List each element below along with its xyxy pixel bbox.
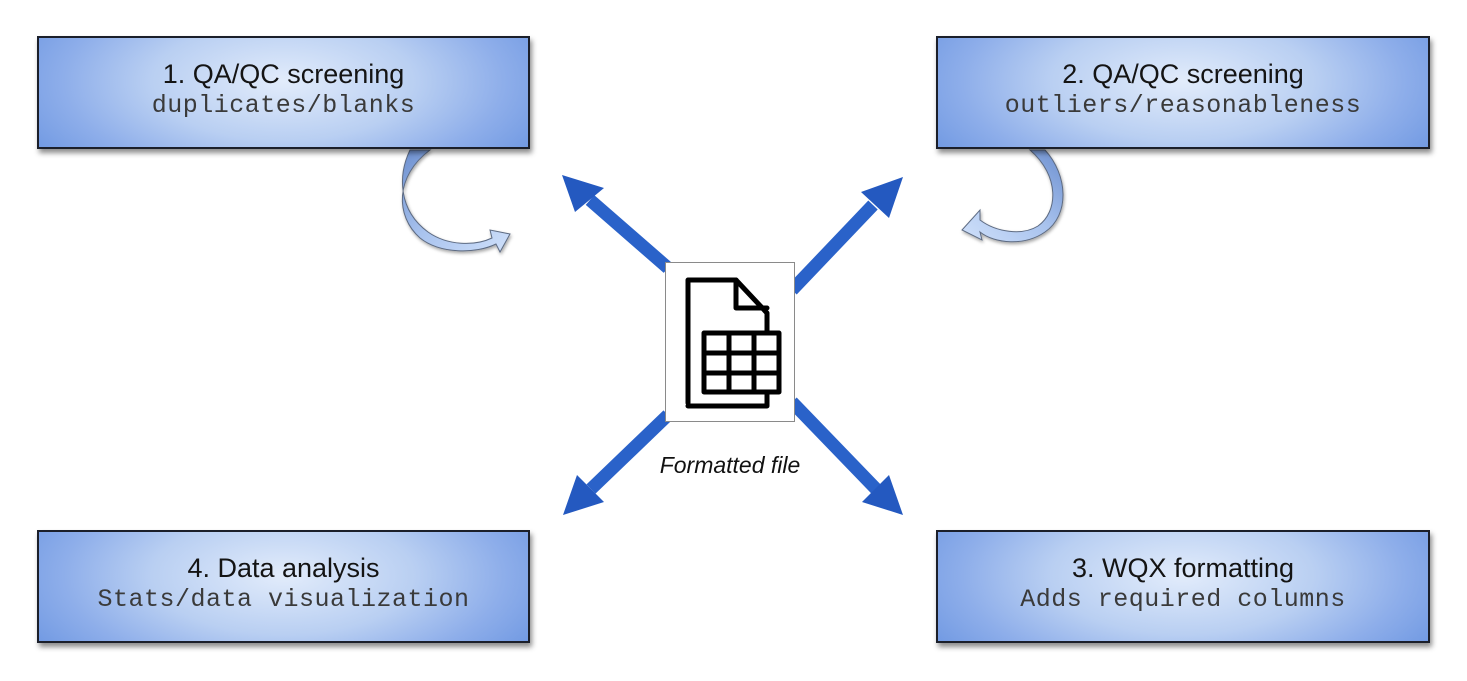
arrow-to-step-1 <box>562 175 673 273</box>
arrow-to-step-4 <box>563 410 673 515</box>
step-3-title: 3. WQX formatting <box>1071 553 1295 583</box>
step-2-box: 2. QA/QC screening outliers/reasonablene… <box>936 36 1430 149</box>
step-4-title: 4. Data analysis <box>187 553 380 583</box>
step-1-title: 1. QA/QC screening <box>162 59 405 89</box>
step-2-title: 2. QA/QC screening <box>1062 59 1304 89</box>
step-3-box: 3. WQX formatting Adds required columns <box>936 530 1430 643</box>
loop-arrow-step-2 <box>961 149 1064 243</box>
step-3-subtitle: Adds required columns <box>1020 585 1346 614</box>
step-1-box: 1. QA/QC screening duplicates/blanks <box>37 36 530 149</box>
arrow-to-step-2 <box>787 177 903 295</box>
step-1-subtitle: duplicates/blanks <box>151 91 416 120</box>
formatted-file-node <box>665 262 795 422</box>
step-4-subtitle: Stats/data visualization <box>97 585 470 614</box>
step-4-box: 4. Data analysis Stats/data visualizatio… <box>37 530 530 643</box>
loop-arrow-step-1 <box>401 149 511 254</box>
spreadsheet-file-icon <box>685 277 782 409</box>
formatted-file-label: Formatted file <box>659 452 801 478</box>
arrow-to-step-3 <box>787 397 903 515</box>
step-2-subtitle: outliers/reasonableness <box>1004 91 1362 120</box>
